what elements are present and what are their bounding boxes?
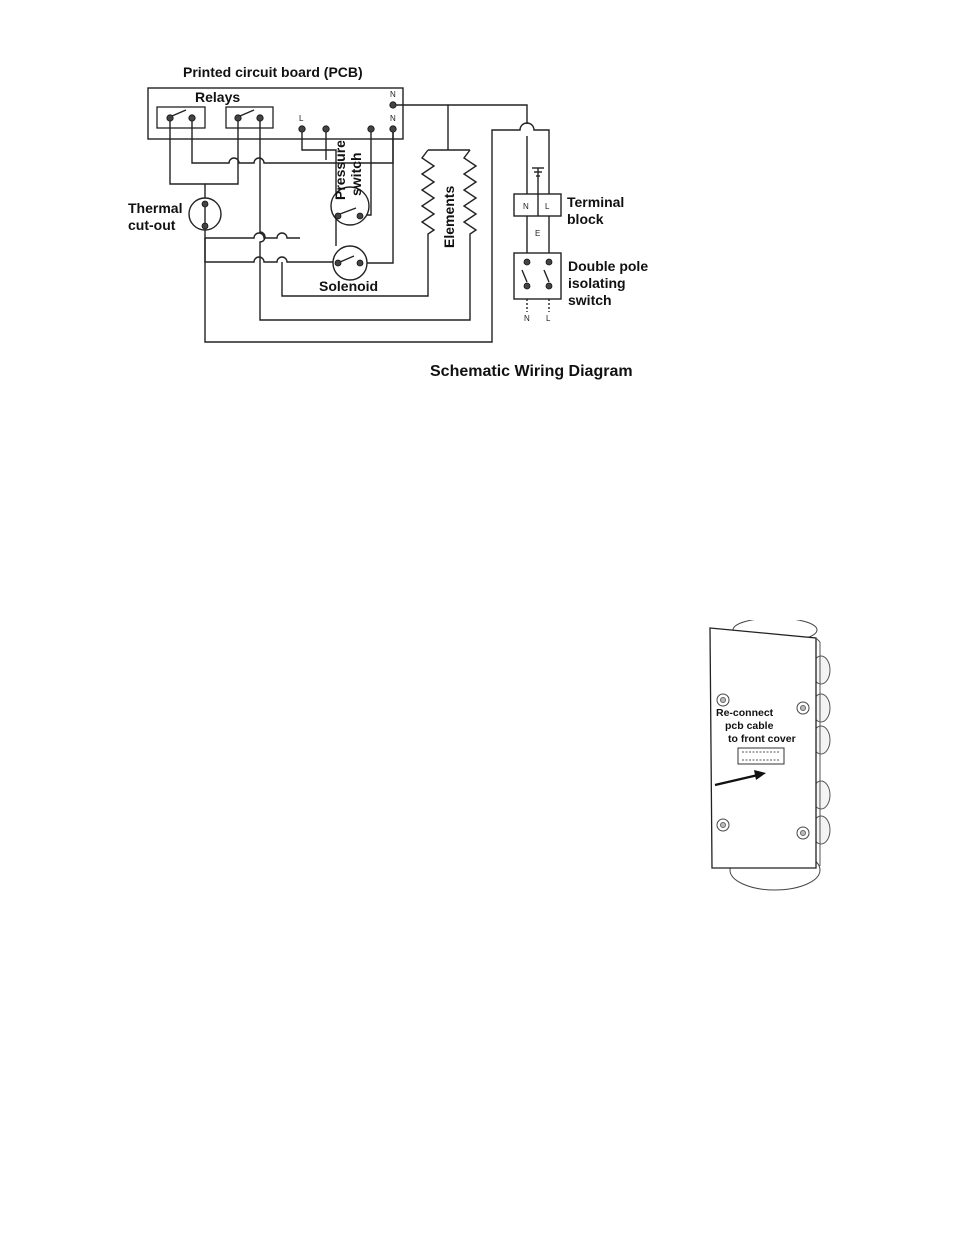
thermal-label-1: Thermal [128, 200, 182, 216]
pcb-title: Printed circuit board (PCB) [183, 64, 363, 80]
isolating-label-3: switch [568, 292, 612, 308]
elements-label: Elements [441, 186, 457, 248]
diagram-caption: Schematic Wiring Diagram [430, 363, 633, 380]
isolating-label-1: Double pole [568, 258, 648, 274]
cover-note-line2: pcb cable [725, 720, 774, 732]
switch-l-label: L [546, 314, 551, 323]
schematic-wiring-diagram: Printed circuit board (PCB) Relays L N N [0, 0, 954, 400]
pcb-terminal-n1-label: N [390, 90, 396, 99]
terminal-l-label: L [545, 202, 550, 211]
switch-n-label: N [524, 314, 530, 323]
relay-2 [226, 107, 273, 128]
terminal-label-2: block [567, 211, 604, 227]
thermal-cutout [189, 198, 221, 230]
cover-note-line1: Re-connect [716, 707, 774, 719]
terminal-label-1: Terminal [567, 194, 624, 210]
pressure-label-1: Pressure [332, 140, 348, 200]
solenoid [333, 246, 367, 280]
pcb-terminal-l-label: L [299, 114, 304, 123]
pcb-cover-illustration: Re-connect pcb cable to front cover [700, 620, 840, 900]
terminal-block: N L E [514, 194, 561, 238]
pcb-connector [738, 748, 784, 764]
pcb-terminal-n2-label: N [390, 114, 396, 123]
pcb-terminals: L N N [299, 90, 396, 132]
terminal-e-label: E [535, 229, 540, 238]
isolating-switch: N L [514, 253, 561, 323]
pressure-label-2: switch [348, 152, 364, 196]
thermal-label-2: cut-out [128, 217, 176, 233]
solenoid-label: Solenoid [319, 278, 378, 294]
isolating-label-2: isolating [568, 275, 626, 291]
relay-1 [157, 107, 205, 128]
cover-note-line3: to front cover [728, 733, 796, 745]
relays-label: Relays [195, 89, 240, 105]
terminal-n-label: N [523, 202, 529, 211]
wires [170, 105, 549, 342]
